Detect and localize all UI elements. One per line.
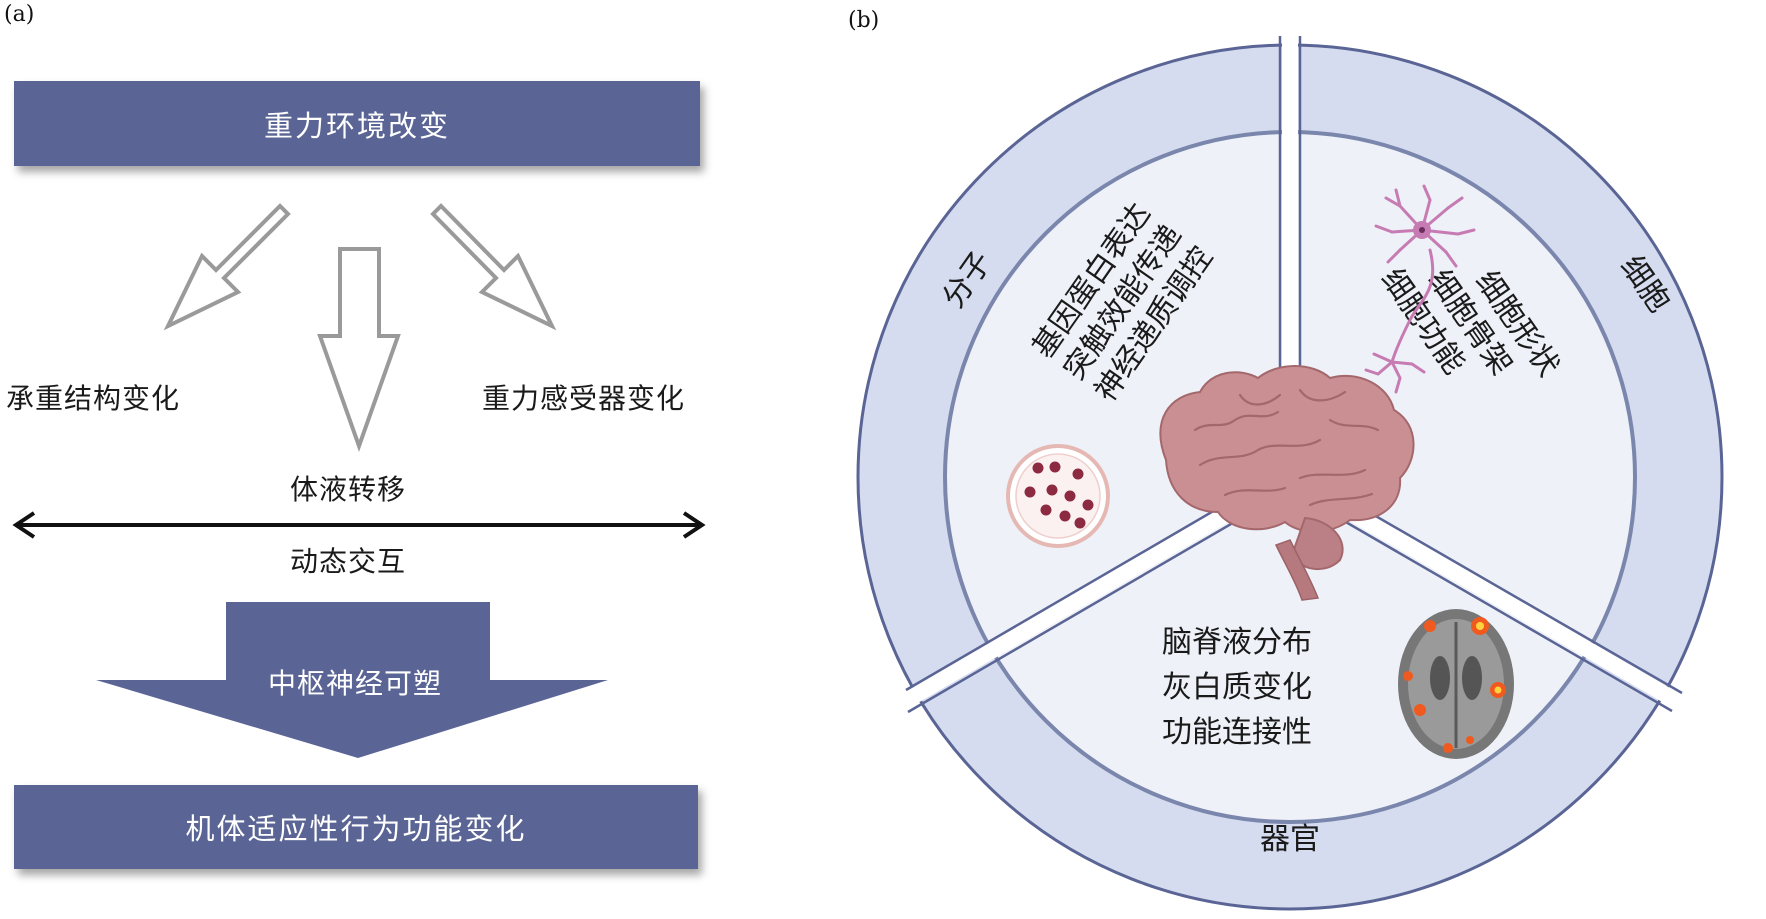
panel-b-label: (b) bbox=[848, 8, 880, 33]
gravity-receptor-change-label: 重力感受器变化 bbox=[482, 382, 686, 415]
adaptive-function-text: 机体适应性行为功能变化 bbox=[185, 812, 527, 846]
organ-item-1: 脑脊液分布 bbox=[1162, 625, 1312, 660]
right-diagonal-arrow-icon bbox=[430, 203, 557, 331]
neuron-icon bbox=[1364, 184, 1476, 394]
cns-plasticity-label: 中枢神经可塑 bbox=[268, 667, 443, 700]
dynamic-interaction-label: 动态交互 bbox=[290, 545, 407, 578]
organ-item-3: 功能连接性 bbox=[1162, 715, 1312, 750]
organ-item-2: 灰白质变化 bbox=[1162, 670, 1312, 705]
interaction-double-arrow-icon bbox=[12, 511, 706, 539]
load-bearing-change-label: 承重结构变化 bbox=[6, 382, 181, 415]
plasticity-down-arrow-icon bbox=[96, 602, 608, 758]
brain-icon bbox=[1159, 365, 1415, 601]
petri-dish-icon bbox=[1006, 444, 1110, 548]
panel-a-label: (a) bbox=[4, 2, 35, 27]
gravity-change-text: 重力环境改变 bbox=[263, 108, 450, 143]
fluid-shift-label: 体液转移 bbox=[290, 473, 407, 506]
left-diagonal-arrow-icon bbox=[163, 203, 291, 331]
organ-ring-label: 器官 bbox=[1260, 822, 1320, 857]
gravity-change-box: 重力环境改变 bbox=[14, 81, 700, 166]
brain-scan-icon bbox=[1398, 609, 1514, 759]
center-down-arrow-icon bbox=[317, 247, 401, 452]
adaptive-function-box: 机体适应性行为功能变化 bbox=[14, 785, 698, 869]
